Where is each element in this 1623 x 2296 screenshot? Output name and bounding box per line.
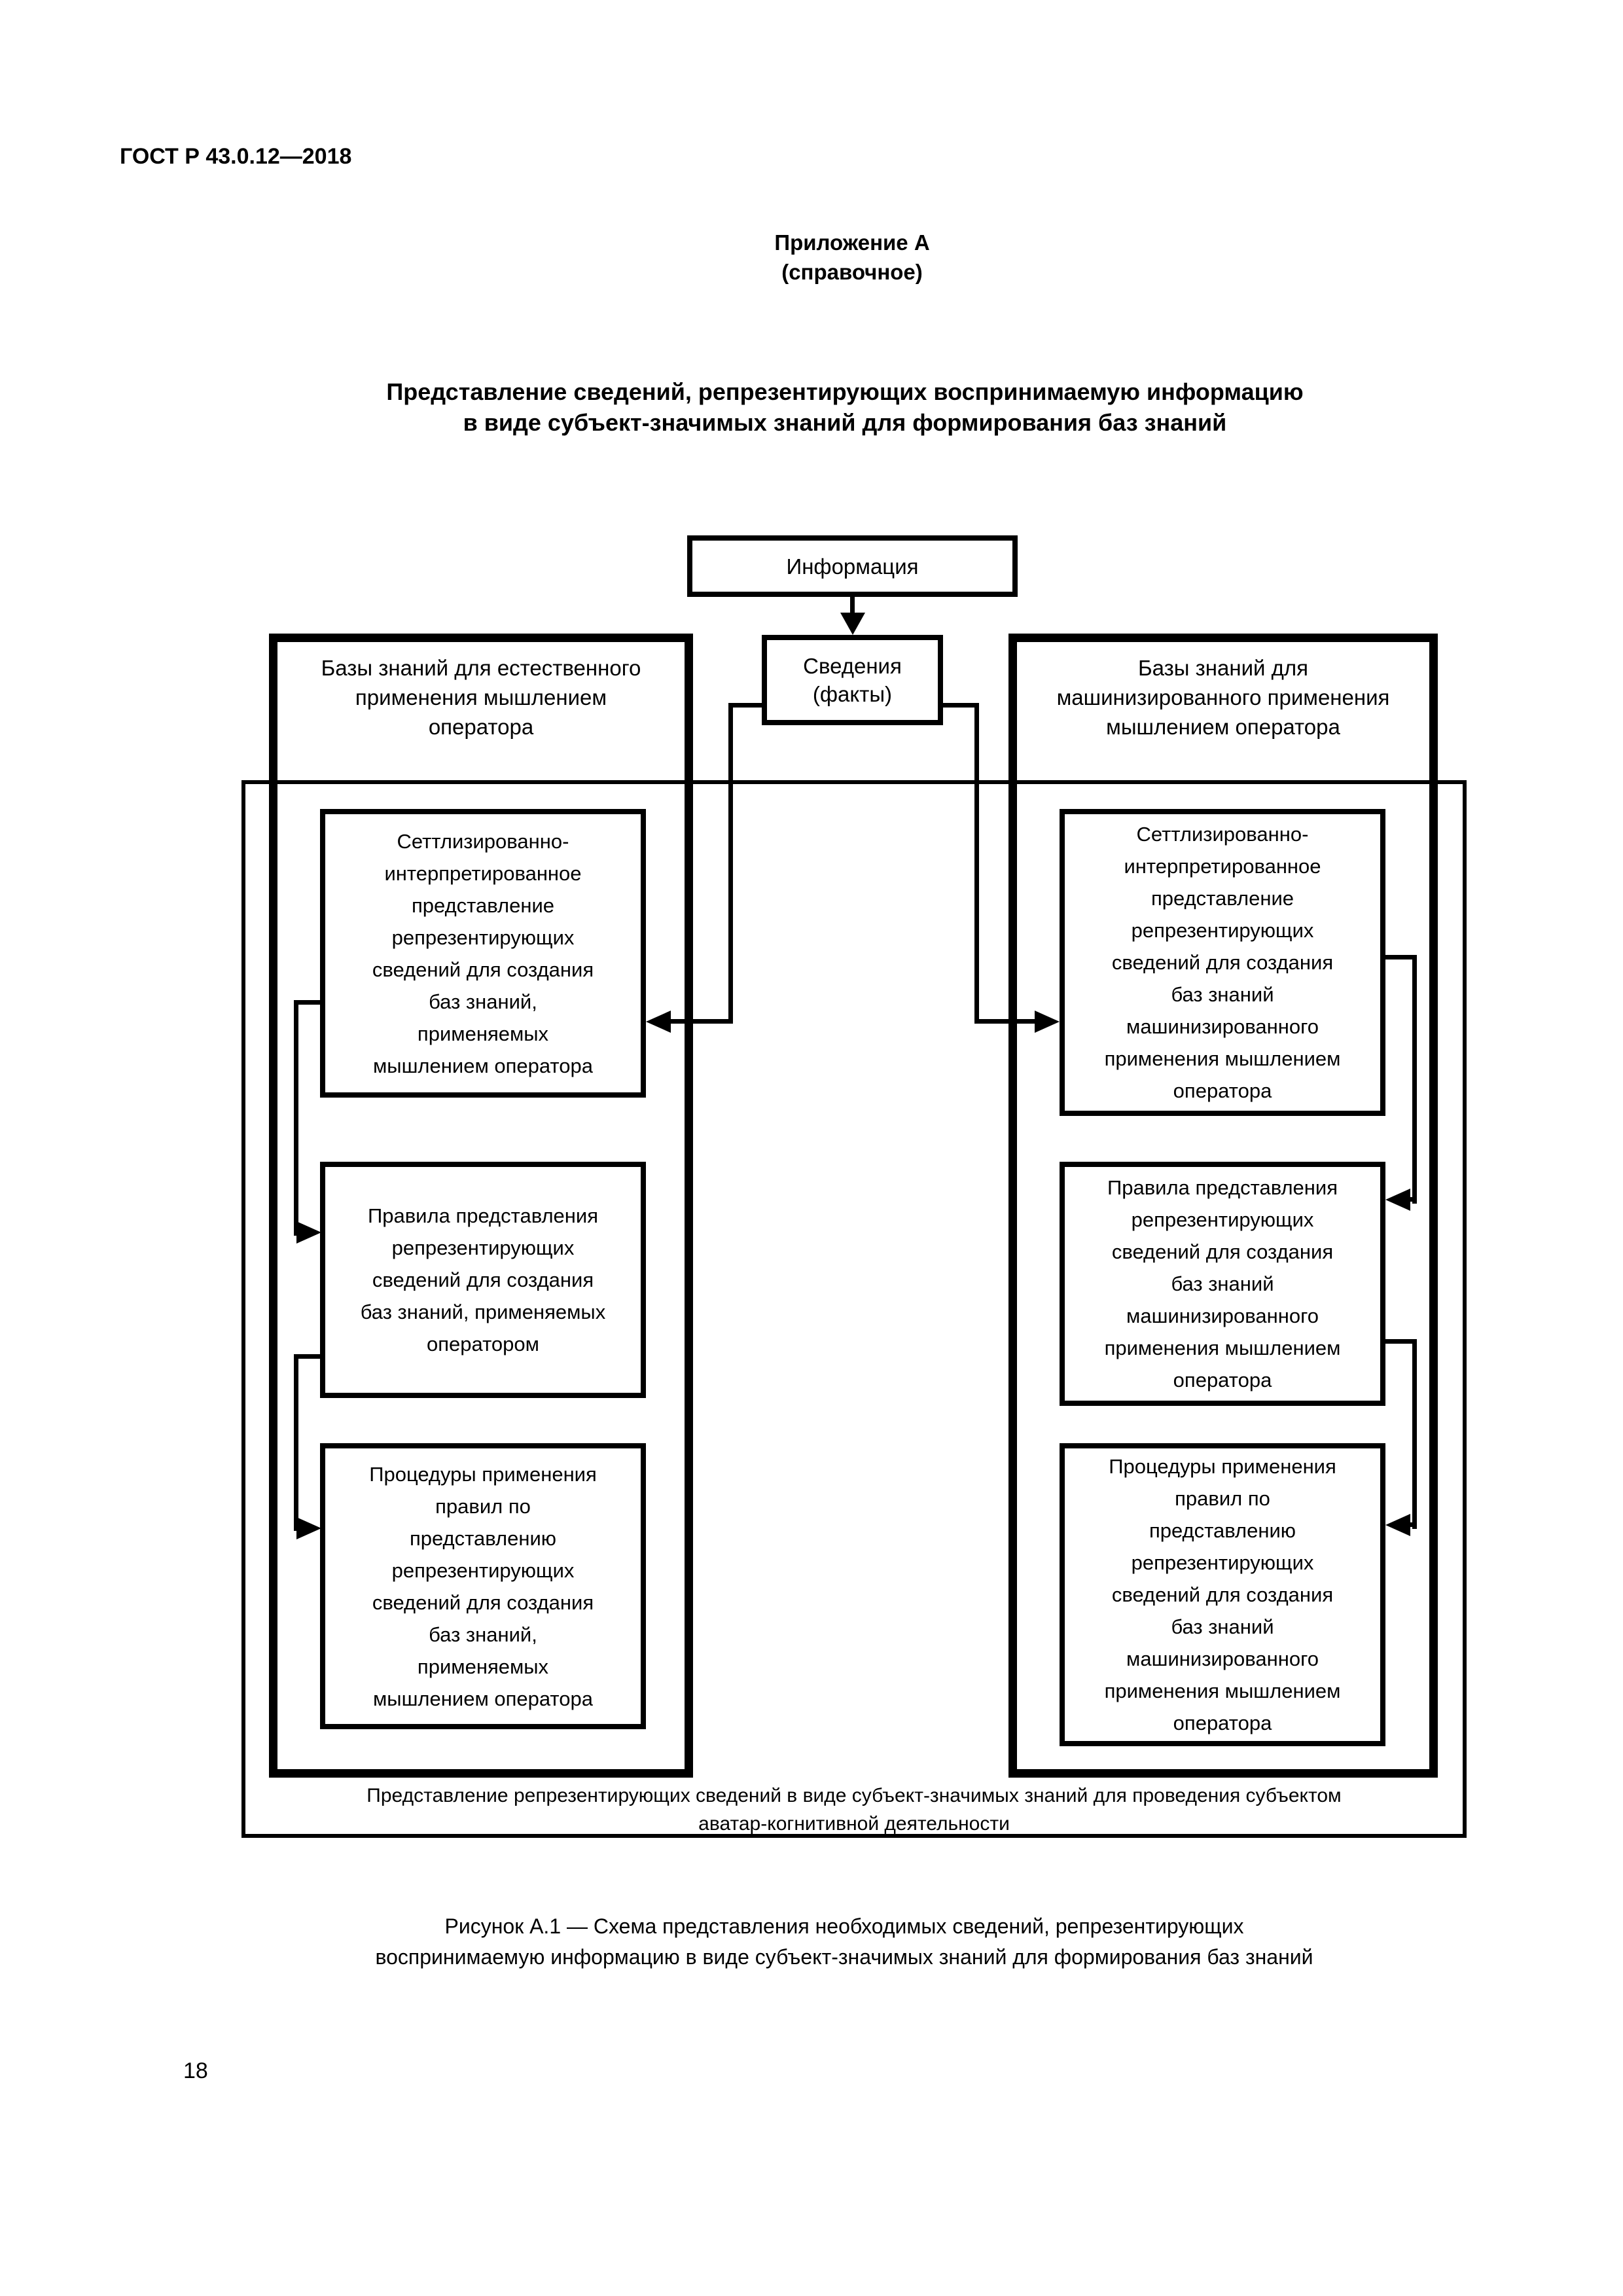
arrow-left-icon — [1385, 1189, 1410, 1211]
figure-caption: Рисунок А.1 — Схема представления необхо… — [375, 1914, 1313, 1969]
left-knowledge-base-group-box — [269, 634, 693, 1778]
right-inner-box-settled-representation: Сеттлизированно- интерпретированное пред… — [1060, 809, 1385, 1116]
arrow-right-icon — [296, 1221, 321, 1244]
left-inner-box-rules: Правила представления репрезентирующих с… — [320, 1162, 646, 1398]
left-box2-to-box3-connector — [294, 1354, 325, 1359]
arrow-down-icon — [840, 613, 865, 635]
frame-bottom-label: Представление репрезентирующих сведений … — [366, 1785, 1342, 1835]
left-inner-box-procedures: Процедуры применения правил по представл… — [320, 1443, 646, 1729]
right-box2-to-box3-connector — [1381, 1339, 1417, 1344]
left-group-label: Базы знаний для естественного применения… — [321, 656, 641, 739]
right-inner-box-rules: Правила представления репрезентирующих с… — [1060, 1162, 1385, 1406]
facts-to-left-connector — [728, 703, 733, 1024]
facts-box: Сведения (факты) — [762, 635, 943, 725]
info-to-facts-connector — [850, 596, 855, 615]
outer-frame — [241, 780, 1467, 1838]
left-box2-to-box3-connector — [294, 1354, 298, 1531]
right-box2-to-box3-connector — [1406, 1522, 1417, 1527]
appendix-title: Приложение А — [774, 230, 930, 255]
facts-to-right-connector — [974, 1019, 1037, 1024]
facts-to-left-connector — [668, 1019, 733, 1024]
information-box: Информация — [687, 535, 1018, 597]
facts-to-right-connector — [938, 703, 979, 708]
left-box1-to-box2-connector — [294, 1000, 298, 1236]
page-number: 18 — [183, 2058, 208, 2083]
left-inner-box-settled-representation: Сеттлизированно- интерпретированное пред… — [320, 809, 646, 1098]
right-box1-to-box2-connector — [1412, 955, 1417, 1204]
facts-to-right-connector — [974, 703, 979, 1024]
arrow-right-icon — [1035, 1011, 1060, 1033]
appendix-type: (справочное) — [781, 260, 923, 284]
figure-section-title: Представление сведений, репрезентирующих… — [386, 378, 1304, 436]
arrow-right-icon — [296, 1517, 321, 1539]
right-group-label: Базы знаний для машинизированного примен… — [1056, 656, 1390, 739]
facts-to-left-connector — [728, 703, 764, 708]
right-box2-to-box3-connector — [1412, 1339, 1417, 1529]
standard-number-header: ГОСТ Р 43.0.12—2018 — [120, 144, 352, 169]
right-box1-to-box2-connector — [1381, 955, 1417, 960]
appendix-heading: Приложение А (справочное) — [558, 228, 1147, 287]
arrow-left-icon — [1385, 1514, 1410, 1536]
left-box1-to-box2-connector — [294, 1000, 325, 1005]
right-box1-to-box2-connector — [1406, 1197, 1417, 1202]
right-knowledge-base-group-box — [1008, 634, 1438, 1778]
arrow-left-icon — [646, 1011, 671, 1033]
right-inner-box-procedures: Процедуры применения правил по представл… — [1060, 1443, 1385, 1746]
